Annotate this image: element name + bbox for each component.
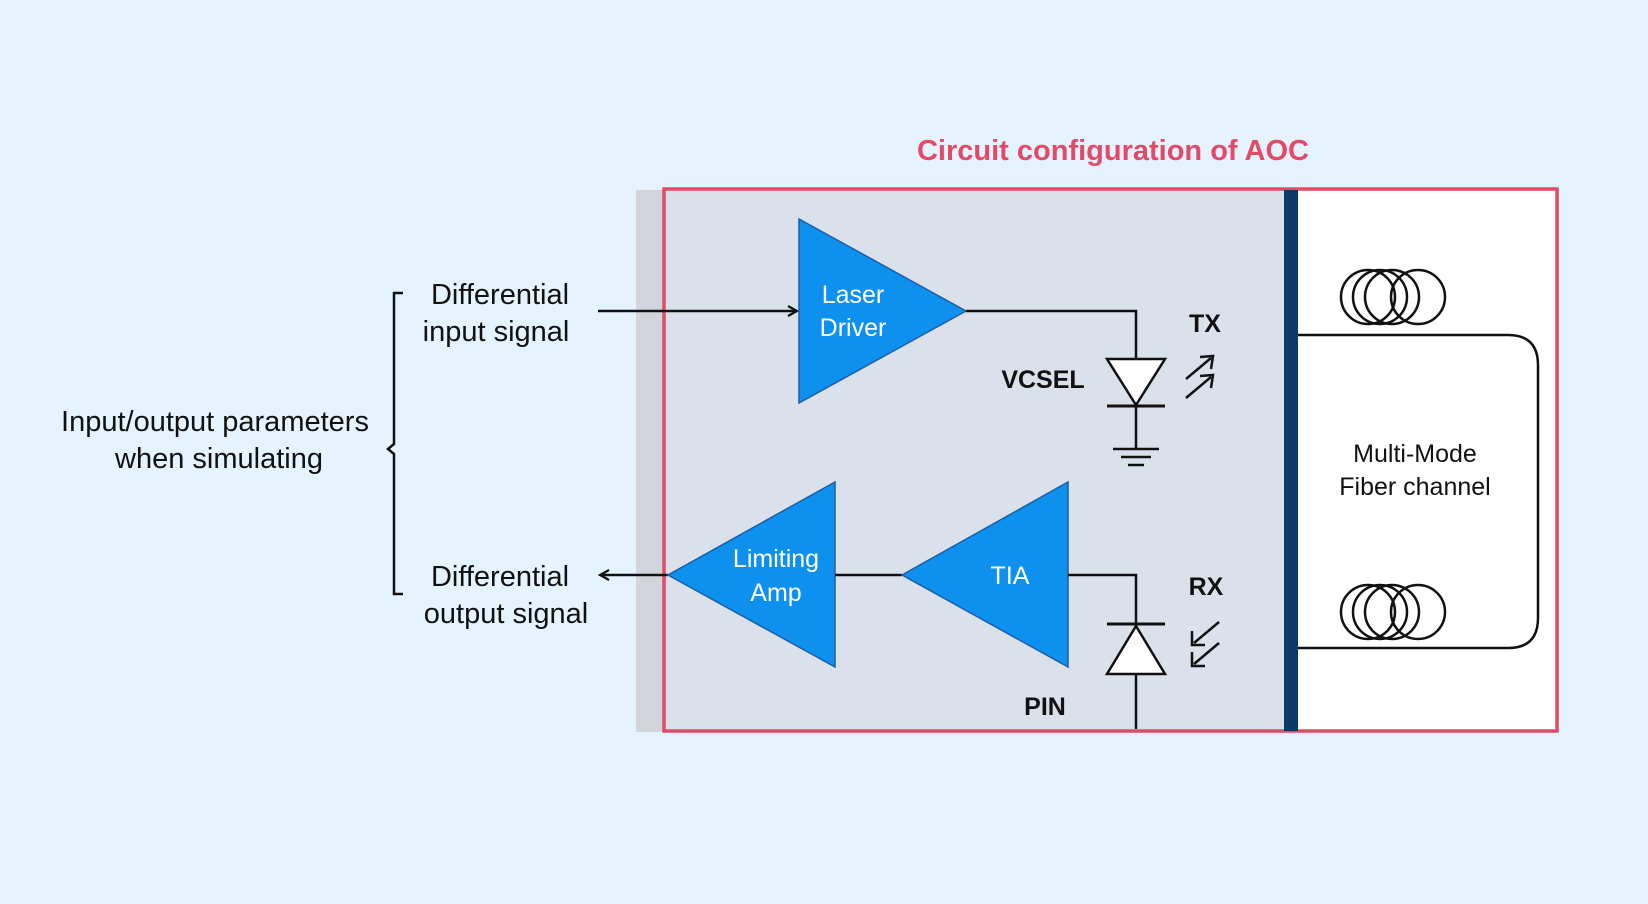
fiber-label-line1: Multi-Mode xyxy=(1353,440,1477,468)
optical-interface-divider xyxy=(1284,190,1298,731)
diagram-title: Circuit configuration of AOC xyxy=(917,135,1309,167)
io-params-label-line2: when simulating xyxy=(114,443,323,475)
vcsel-diode xyxy=(1104,357,1168,408)
tx-wire xyxy=(966,309,1138,359)
input-signal-label-line2: input signal xyxy=(423,316,570,348)
limiting-amp-label-line2: Amp xyxy=(750,579,801,607)
fiber-area xyxy=(1297,190,1556,731)
output-signal-label-line1: Differential xyxy=(431,561,569,593)
fiber-coil-top-icon xyxy=(1339,268,1447,326)
limiting-amp-label-line1: Limiting xyxy=(733,545,819,573)
fiber-path xyxy=(1298,333,1540,650)
vcsel-label: VCSEL xyxy=(1001,366,1084,394)
circuit-area xyxy=(664,190,1289,731)
io-bracket xyxy=(386,291,403,596)
rx-wire xyxy=(1068,573,1138,624)
laser-driver-label-line2: Driver xyxy=(820,314,887,342)
light-detection-icon xyxy=(1190,621,1220,668)
rx-label: RX xyxy=(1189,573,1224,601)
aoc-boundary-box xyxy=(662,187,1559,733)
output-signal-label-line2: output signal xyxy=(424,598,588,630)
ground-icon xyxy=(1113,447,1159,467)
input-signal-label-line1: Differential xyxy=(431,279,569,311)
tx-label: TX xyxy=(1189,310,1221,338)
circuit-shadow xyxy=(636,190,666,732)
fiber-coil-bottom-icon xyxy=(1339,583,1447,641)
pin-label: PIN xyxy=(1024,693,1066,721)
laser-driver-block xyxy=(798,217,968,405)
light-emission-icon xyxy=(1185,354,1215,399)
tia-label: TIA xyxy=(991,562,1030,590)
laser-driver-label-line1: Laser xyxy=(822,281,885,309)
fiber-label-line2: Fiber channel xyxy=(1339,473,1490,501)
io-params-label-line1: Input/output parameters xyxy=(61,406,369,438)
